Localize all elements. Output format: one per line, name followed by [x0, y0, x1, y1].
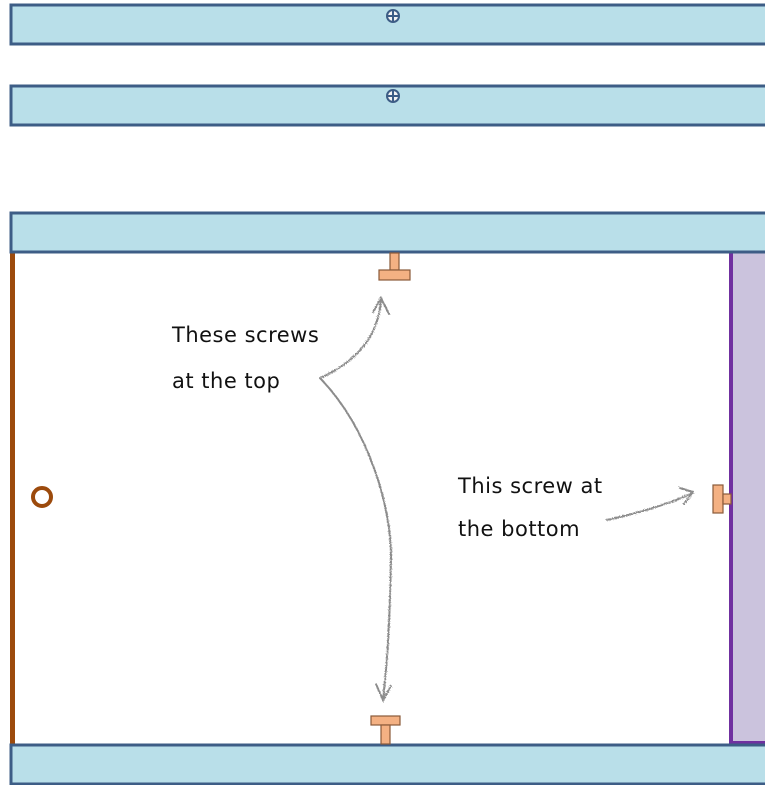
- arrow-to-side-screw: [606, 487, 695, 521]
- arrow-to-top-screw: [319, 295, 390, 379]
- top-screws-label-line1: These screws: [171, 323, 319, 347]
- frame-rail-top: [9, 211, 765, 254]
- rail-top-1: [9, 3, 765, 46]
- t-screw-icon-side: [712, 484, 732, 514]
- crosshair-screw-icon: [386, 9, 400, 23]
- top-screws-label-line2: at the top: [172, 369, 280, 393]
- t-screw-icon-bottom: [370, 715, 401, 745]
- t-screw-icon-top: [378, 252, 411, 281]
- side-panel-left: [10, 252, 15, 745]
- frame-rail-bottom: [9, 743, 765, 785]
- ring-knob-icon: [31, 486, 53, 508]
- door-panel-right: [729, 249, 765, 745]
- bottom-screw-label-line1: This screw at: [457, 474, 603, 498]
- crosshair-screw-icon: [386, 89, 400, 103]
- bottom-screw-label-line2: the bottom: [458, 517, 580, 541]
- arrow-to-bottom-screw: [319, 377, 393, 703]
